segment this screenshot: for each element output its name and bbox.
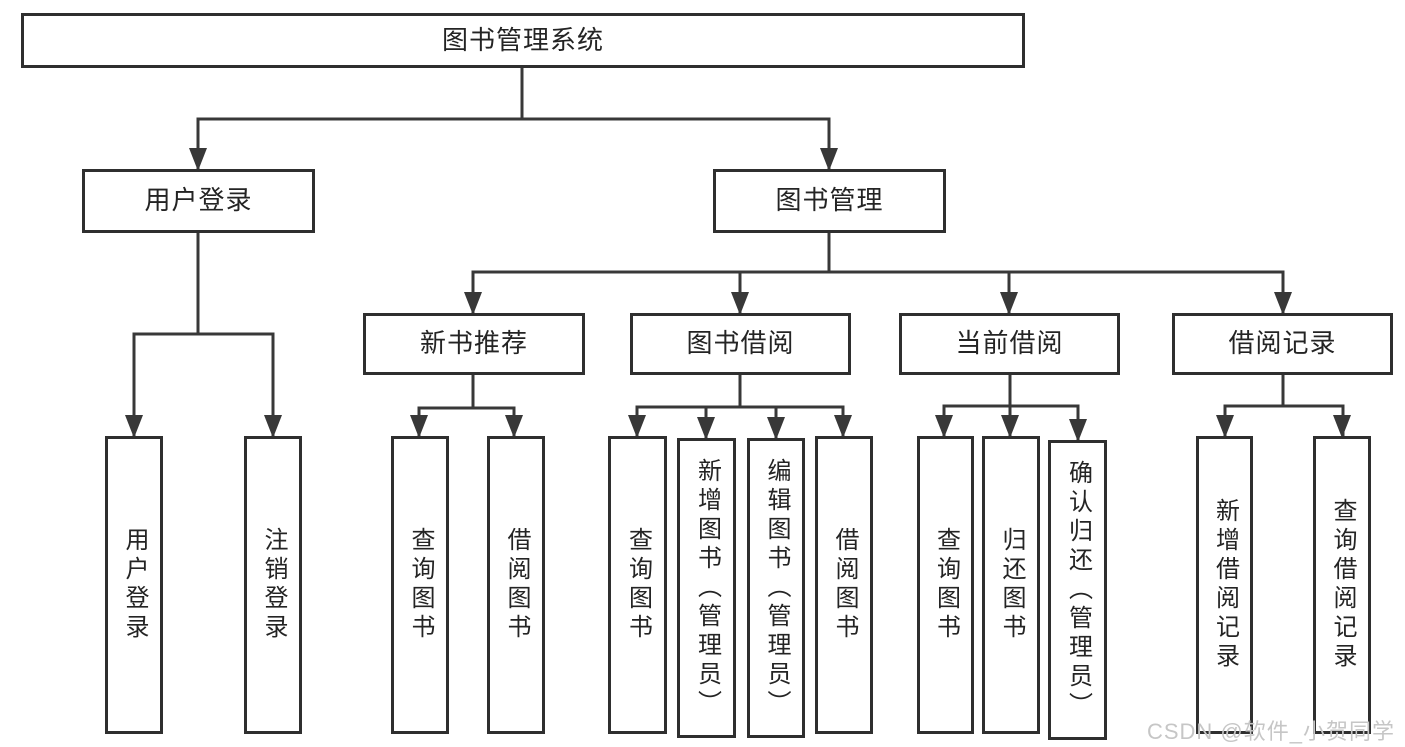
arrow-icon [505,415,523,438]
arrow-icon [464,292,482,315]
node-book-management: 图书管理 [713,169,946,233]
node-current-borrowing: 当前借阅 [899,313,1120,375]
connector-book-mgmt-to-level3 [471,270,1285,313]
arrow-icon [264,415,282,438]
node-library-management-system: 图书管理系统 [21,13,1025,68]
arrow-icon [189,148,207,171]
leaf-borrow-books-recommend: 借阅图书 [487,436,545,734]
leaf-add-books-admin: 新增图书（管理员） [677,438,736,738]
leaf-confirm-return-admin: 确认归还（管理员） [1048,440,1107,740]
leaf-add-borrow-record: 新增借阅记录 [1196,436,1253,734]
arrow-icon [1216,415,1234,438]
leaf-return-books: 归还图书 [982,436,1040,734]
arrow-icon [1274,292,1292,315]
connector-lines [132,68,1345,440]
node-user-login: 用户登录 [82,169,315,233]
arrow-icon [767,417,785,440]
csdn-watermark: CSDN @软件_小贺同学 [1146,719,1395,744]
arrow-icon [125,415,143,438]
arrow-icon [820,148,838,171]
connector-book-borrow-children [635,405,845,436]
leaf-query-books-borrowing: 查询图书 [608,436,667,734]
leaf-query-books-current: 查询图书 [917,436,974,734]
connector-borrow-record-children [1223,404,1345,436]
leaf-query-borrow-record: 查询借阅记录 [1313,436,1371,734]
node-new-book-recommend: 新书推荐 [363,313,585,375]
leaf-query-books-recommend: 查询图书 [391,436,449,734]
leaf-edit-books-admin: 编辑图书（管理员） [747,438,805,738]
arrow-icon [834,415,852,438]
connector-root-to-level2 [196,117,831,169]
arrow-icon [1001,415,1019,438]
node-borrowing-records: 借阅记录 [1172,313,1393,375]
arrow-icon [697,417,715,440]
node-book-borrowing: 图书借阅 [630,313,851,375]
arrow-icon [410,415,428,438]
leaf-borrow-books-borrowing: 借阅图书 [815,436,873,734]
arrow-icon [1333,415,1351,438]
arrow-icon [731,292,749,315]
arrow-icon [628,415,646,438]
leaf-user-login: 用户登录 [105,436,163,734]
arrow-icon [935,415,953,438]
connector-user-login-children [132,332,275,436]
arrowheads [125,148,1351,442]
arrow-icon [1000,292,1018,315]
arrow-icon [1069,419,1087,442]
leaf-logout: 注销登录 [244,436,302,734]
connector-new-book-children [417,406,516,436]
